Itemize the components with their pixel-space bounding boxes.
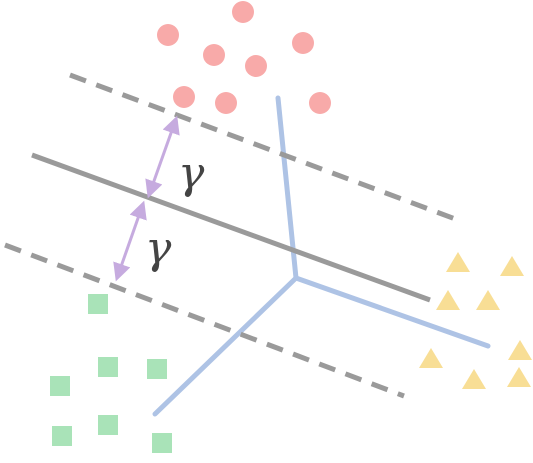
- partition-line-left: [152, 275, 299, 417]
- circle-point: [309, 92, 331, 114]
- margin-arrow-upper: [145, 115, 180, 199]
- triangle-point: [419, 348, 443, 368]
- class-squares: [50, 294, 172, 453]
- circle-point: [203, 44, 225, 66]
- square-point: [98, 415, 118, 435]
- square-point: [50, 376, 70, 396]
- class-triangles: [419, 252, 532, 389]
- triangle-point: [436, 290, 460, 310]
- triangle-point: [500, 256, 524, 276]
- upper-margin-line: [69, 72, 459, 223]
- decision-boundary-line: [31, 152, 431, 303]
- circle-point: [173, 86, 195, 108]
- margin-lines: [4, 72, 459, 399]
- margin-arrow-lower: [113, 200, 147, 282]
- circle-point: [157, 24, 179, 46]
- triangle-point: [462, 369, 486, 389]
- margin-label-lower: γ: [145, 223, 172, 274]
- circle-point: [232, 1, 254, 23]
- margin-arrows: [113, 115, 180, 282]
- square-point: [98, 357, 118, 377]
- circle-point: [215, 92, 237, 114]
- square-point: [88, 294, 108, 314]
- margin-label-upper: γ: [178, 148, 205, 199]
- triangle-point: [446, 252, 470, 272]
- square-point: [52, 426, 72, 446]
- square-point: [152, 433, 172, 453]
- circle-point: [245, 55, 267, 77]
- class-circles: [157, 1, 331, 114]
- triangle-point: [476, 290, 500, 310]
- triangle-point: [508, 340, 532, 360]
- triangle-point: [507, 367, 531, 387]
- circle-point: [292, 32, 314, 54]
- lower-margin-line: [4, 242, 405, 399]
- partition-line-right: [293, 275, 491, 349]
- square-point: [147, 359, 167, 379]
